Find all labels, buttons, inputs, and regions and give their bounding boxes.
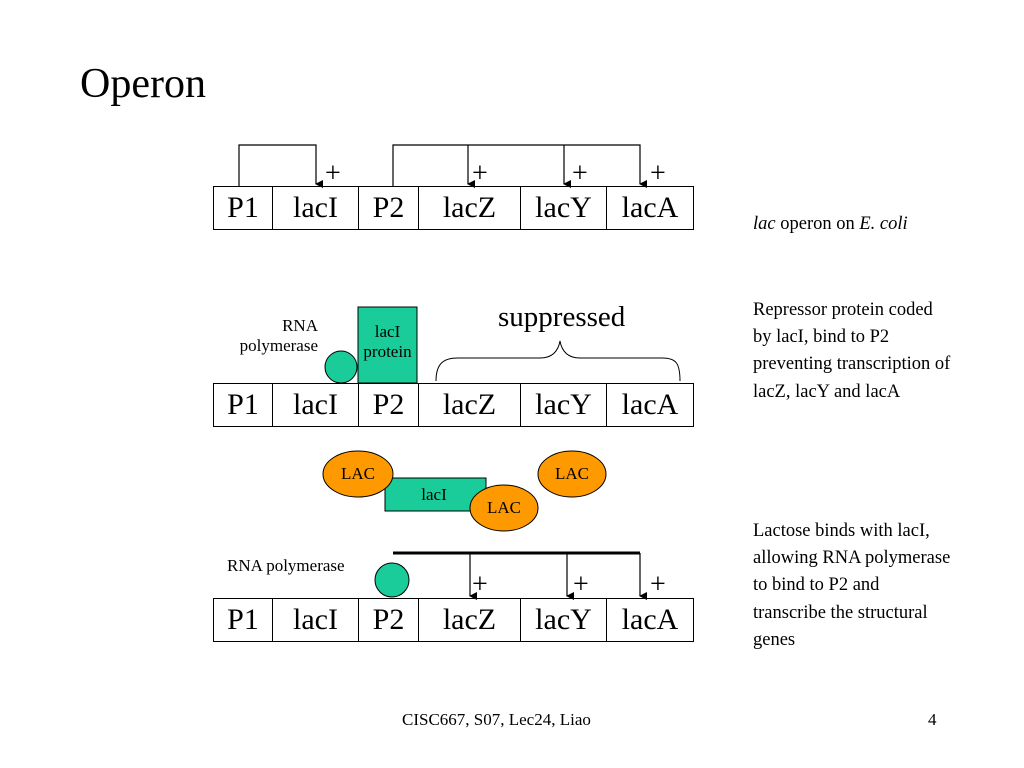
rna-polymerase-circle: [324, 350, 358, 384]
plus-sign: +: [572, 158, 588, 189]
plus-sign: +: [325, 158, 341, 189]
regulation-arrow-p2-genes: [392, 144, 647, 188]
gene-laci: lacI: [273, 599, 359, 641]
plus-sign: +: [650, 569, 666, 600]
gene-p1: P1: [214, 384, 273, 426]
lac-oval-2: [537, 450, 607, 498]
gene-p2: P2: [359, 384, 419, 426]
caption-ecoli: E. coli: [859, 214, 908, 234]
rna-polymerase-circle: [374, 562, 410, 598]
slide-footer: CISC667, S07, Lec24, Liao: [402, 710, 591, 729]
lac-oval-1: [322, 450, 394, 498]
lactose-description: Lactose binds with lacI, allowing RNA po…: [753, 521, 951, 650]
laci-bound-box: [384, 477, 487, 512]
lac-label: LAC: [341, 464, 375, 483]
gene-p1: P1: [214, 599, 273, 641]
suppressed-brace: [435, 340, 681, 382]
lac-oval-3: [469, 484, 539, 532]
laci-protein-box: [357, 306, 418, 384]
laci-bound-label: lacI: [421, 485, 447, 504]
gene-lacy: lacY: [521, 384, 607, 426]
gene-laci: lacI: [273, 187, 359, 229]
gene-laci: lacI: [273, 384, 359, 426]
rna-polymerase-label: RNA polymerase: [239, 316, 318, 355]
caption-lac: lac: [753, 214, 776, 234]
gene-laca: lacA: [621, 388, 679, 421]
plus-sign: +: [650, 158, 666, 189]
plus-sign: +: [472, 569, 488, 600]
caption-mid: operon on: [775, 214, 860, 234]
regulation-arrow-p1-laci: [238, 144, 323, 188]
gene-lacz: lacZ: [419, 187, 521, 229]
slide-title: Operon: [80, 61, 206, 107]
gene-lacz: lacZ: [419, 384, 521, 426]
lac-label: LAC: [555, 464, 589, 483]
operon-caption: lac operon on E. coli: [753, 214, 908, 235]
page-number: 4: [928, 710, 937, 729]
suppressed-label: suppressed: [498, 301, 626, 333]
gene-lacy: lacY: [521, 187, 607, 229]
laci-protein-label: lacI protein: [363, 322, 412, 361]
rna-polymerase-label: RNA polymerase: [227, 556, 345, 575]
gene-p1: P1: [214, 187, 273, 229]
gene-laca: lacA: [621, 603, 679, 636]
gene-p2: P2: [359, 187, 419, 229]
gene-p2: P2: [359, 599, 419, 641]
plus-sign: +: [573, 569, 589, 600]
gene-lacy: lacY: [521, 599, 607, 641]
plus-sign: +: [472, 158, 488, 189]
gene-row-2: P1 lacI P2 lacZ lacY lacA: [213, 383, 694, 427]
gene-laca: lacA: [621, 191, 679, 224]
lac-label: LAC: [487, 498, 521, 517]
gene-lacz: lacZ: [419, 599, 521, 641]
repressor-description: Repressor protein coded by lacI, bind to…: [753, 300, 951, 402]
gene-row-3: P1 lacI P2 lacZ lacY lacA: [213, 598, 694, 642]
gene-row-1: P1 lacI P2 lacZ lacY lacA: [213, 186, 694, 230]
